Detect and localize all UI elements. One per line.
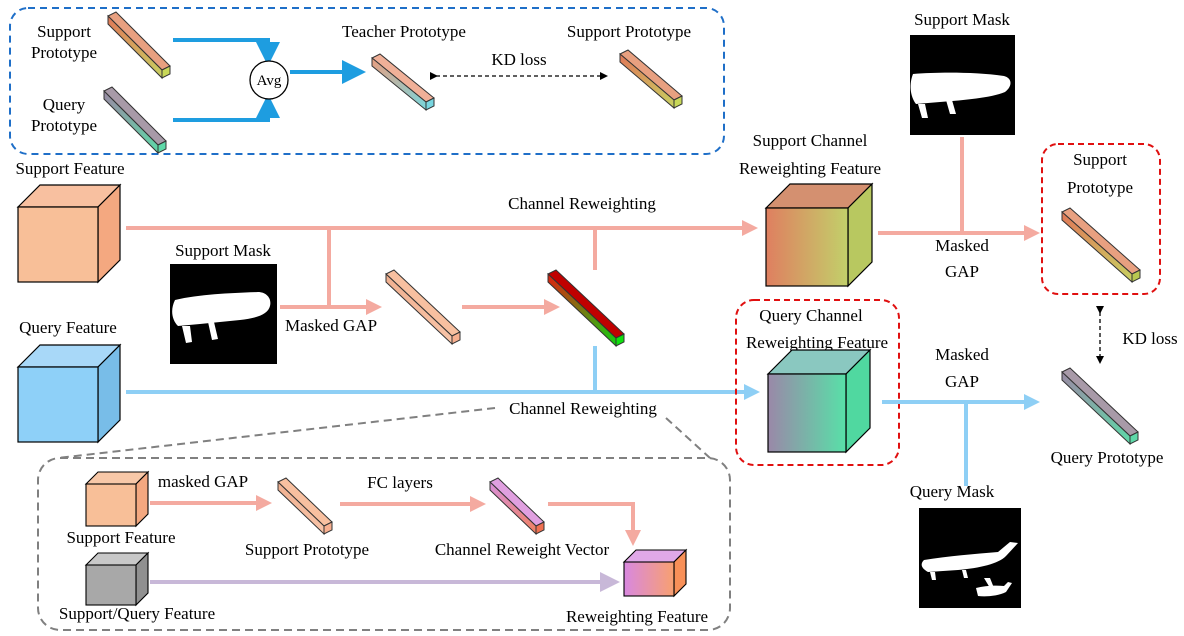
avg-label: Avg [257,73,282,89]
top-support-prototype-line1: Support [37,22,91,41]
top-support-prototype-right-bar [619,49,683,110]
top-support-prototype-label: Support Prototype [31,22,97,62]
top-support-prototype-right-label: Support Prototype [567,22,691,41]
top-query-prototype-label: Query Prototype [31,95,97,135]
inset-support-prototype-bar [277,477,333,536]
teacher-prototype-label: Teacher Prototype [342,22,466,41]
channel-reweighting-top-label: Channel Reweighting [508,194,656,213]
query-prototype-right-bar [1061,367,1139,446]
query-channel-highlight-box [735,299,900,466]
query-channel-feature-line1: Query Channel [759,306,863,325]
support-query-feature-label: Support/Query Feature [59,604,215,623]
support-mask-right-image [910,35,1015,135]
support-channel-feature-line2: Reweighting Feature [739,159,881,178]
support-feature-label: Support Feature [15,159,124,178]
masked-gap-query-line1: Masked [935,345,989,364]
mid-prototype-bar [385,269,461,346]
inset-support-feature-cube [84,470,150,528]
kd-dashed-box [9,7,725,155]
masked-gap-mid-label: Masked GAP [285,316,377,335]
inset-connector-right [665,417,711,459]
query-to-avg-arrow [173,94,280,122]
support-mask-mid-image [170,264,277,364]
inset-connector-left [57,407,496,459]
query-feature-cube [16,343,122,444]
top-query-prototype-line1: Query [43,95,86,114]
masked-gap-support-line2: GAP [945,262,979,281]
masked-gap-query-line2: GAP [945,372,979,391]
top-query-prototype-bar [103,86,167,155]
inset-masked-gap-label: masked GAP [158,472,248,491]
support-prototype-right-label: Support Prototype [1067,150,1133,197]
query-prototype-right-label: Query Prototype [1051,448,1164,467]
query-mask-image [919,508,1021,608]
support-prototype-right-line1: Support [1073,150,1127,169]
kd-loss-right-label: KD loss [1122,329,1177,348]
inset-dashed-box [37,457,731,631]
reweighting-feature-label: Reweighting Feature [566,607,708,626]
kd-loss-top-label: KD loss [491,50,546,69]
support-to-avg-arrow [173,38,280,66]
support-feature-cube [16,183,122,284]
support-channel-feature-line1: Support Channel [753,131,868,150]
support-prototype-right-bar [1061,207,1141,284]
support-channel-feature-label: Support Channel Reweighting Feature [739,131,881,178]
support-mask-mid-label: Support Mask [175,241,271,260]
vector-to-reweighting-arrow [548,502,641,546]
support-mask-right-label: Support Mask [914,10,1010,29]
avg-node: Avg [249,60,289,100]
query-channel-feature-label: Query Channel Reweighting Feature [746,306,888,352]
masked-gap-support-label: Masked GAP [935,236,989,281]
top-support-prototype-line2: Prototype [31,43,97,62]
support-channel-feature-cube [764,182,874,288]
inset-support-query-feature-cube [84,551,150,607]
top-query-prototype-line2: Prototype [31,116,97,135]
query-channel-feature-cube [766,348,872,454]
masked-gap-support-line1: Masked [935,236,989,255]
support-prototype-highlight-box [1041,143,1161,295]
masked-gap-query-label: Masked GAP [935,345,989,391]
query-feature-label: Query Feature [19,318,117,337]
query-mask-label: Query Mask [910,482,995,501]
channel-reweighting-bottom-label: Channel Reweighting [509,399,657,418]
teacher-prototype-bar [371,53,435,112]
channel-reweight-vector-label: Channel Reweight Vector [435,540,610,559]
inset-support-prototype-label: Support Prototype [245,540,369,559]
top-support-prototype-bar [107,11,171,80]
query-channel-feature-line2: Reweighting Feature [746,333,888,352]
channel-weight-bar [547,269,625,348]
channel-reweight-vector-bar [489,477,545,536]
inset-support-feature-label: Support Feature [66,528,175,547]
fc-layers-label: FC layers [367,473,433,492]
reweighting-feature-cube [622,548,688,598]
support-prototype-right-line2: Prototype [1067,178,1133,197]
